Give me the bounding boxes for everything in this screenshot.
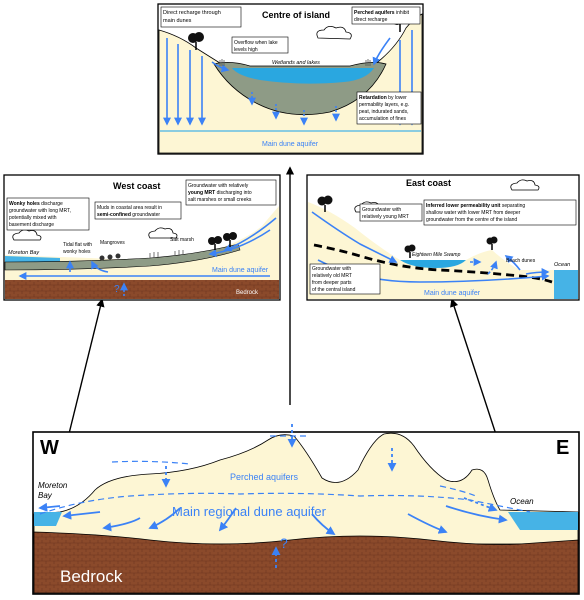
east-old-label: Groundwater with relatively old MRT from… — [312, 266, 356, 293]
main-cross-section-panel: W E Moreton Bay Ocean Perched aquifers M… — [32, 424, 580, 595]
direct-recharge-label: Direct recharge through main dunes — [163, 10, 222, 24]
main-aquifer-label: Main regional dune aquifer — [172, 504, 327, 519]
tree-icon — [486, 236, 498, 250]
muds-label: Muds in coastal area result in semi-conf… — [97, 205, 163, 218]
west-letter: W — [40, 437, 59, 459]
east-title: East coast — [406, 178, 451, 188]
main-moreton-bay-label: Moreton Bay — [38, 481, 70, 500]
mangroves-label: Mangroves — [100, 240, 125, 246]
west-bedrock-label: Bedrock — [236, 290, 259, 296]
inferred-unit-label: Inferred lower permeability unit separat… — [426, 203, 527, 223]
tree-icon — [223, 232, 237, 247]
centre-of-island-panel: Centre of island Direct recharge through… — [157, 3, 424, 155]
moreton-bay-water — [34, 512, 62, 526]
west-title: West coast — [113, 181, 160, 191]
cloud-icon — [12, 229, 42, 241]
tree-icon — [404, 244, 416, 258]
cloud-icon — [148, 227, 178, 239]
beach-dunes-label: Beach dunes — [506, 258, 536, 264]
centre-title: Centre of island — [262, 10, 330, 20]
cloud-icon — [510, 179, 540, 191]
west-flow-arrows — [18, 217, 277, 296]
bedrock — [33, 531, 579, 594]
main-bedrock-label: Bedrock — [60, 567, 123, 586]
perched-label: Perched aquifers inhibit direct recharge — [354, 10, 410, 23]
tree-icon — [188, 32, 204, 50]
east-ocean-label: Ocean — [554, 262, 570, 268]
swamp-label: Eighteen Mile Swamp — [412, 252, 461, 258]
east-aquifer-label: Main dune aquifer — [424, 290, 481, 297]
wetlands-label: Wetlands and lakes — [272, 60, 320, 66]
mangrove-icons — [99, 253, 121, 261]
centre-aquifer-label: Main dune aquifer — [262, 141, 319, 148]
salt-marsh-label: Salt marsh — [170, 237, 194, 243]
tree-icon — [317, 195, 333, 212]
swamp — [400, 260, 466, 268]
ocean-water — [508, 512, 578, 530]
lake — [232, 68, 374, 84]
west-question-mark: ? — [114, 284, 120, 295]
east-young-label: Groundwater with relatively young MRT — [362, 207, 409, 220]
east-letter: E — [556, 437, 569, 459]
overflow-label: Overflow when lake levels high — [234, 40, 279, 53]
tidal-flat-label: Tidal flat with wonky holes — [63, 242, 93, 255]
west-aquifer-label: Main dune aquifer — [212, 267, 269, 274]
mud-layer — [4, 243, 241, 271]
main-perched-label: Perched aquifers — [230, 472, 299, 482]
wonky-holes-label: Wonky holes discharge groundwater with l… — [9, 201, 72, 228]
east-coast-panel: East coast Groundwater with relatively y… — [306, 174, 580, 301]
tree-icon — [208, 236, 222, 250]
saltmarsh-icons — [149, 250, 184, 258]
retardation-label: Retardation by lower permability layers,… — [359, 95, 410, 122]
west-coast-panel: West coast Wonky holes discharge groundw… — [3, 174, 281, 301]
cloud-icon — [316, 26, 352, 40]
main-flow-arrows — [38, 424, 508, 568]
reed-icons — [219, 59, 371, 66]
perched-water-tables — [111, 435, 477, 497]
main-ocean-label: Ocean — [510, 497, 534, 506]
west-groundwater-label: Groundwater with relatively young MRT di… — [188, 183, 253, 203]
moreton-bay-label: Moreton Bay — [8, 250, 40, 256]
main-question-mark: ? — [280, 535, 288, 551]
